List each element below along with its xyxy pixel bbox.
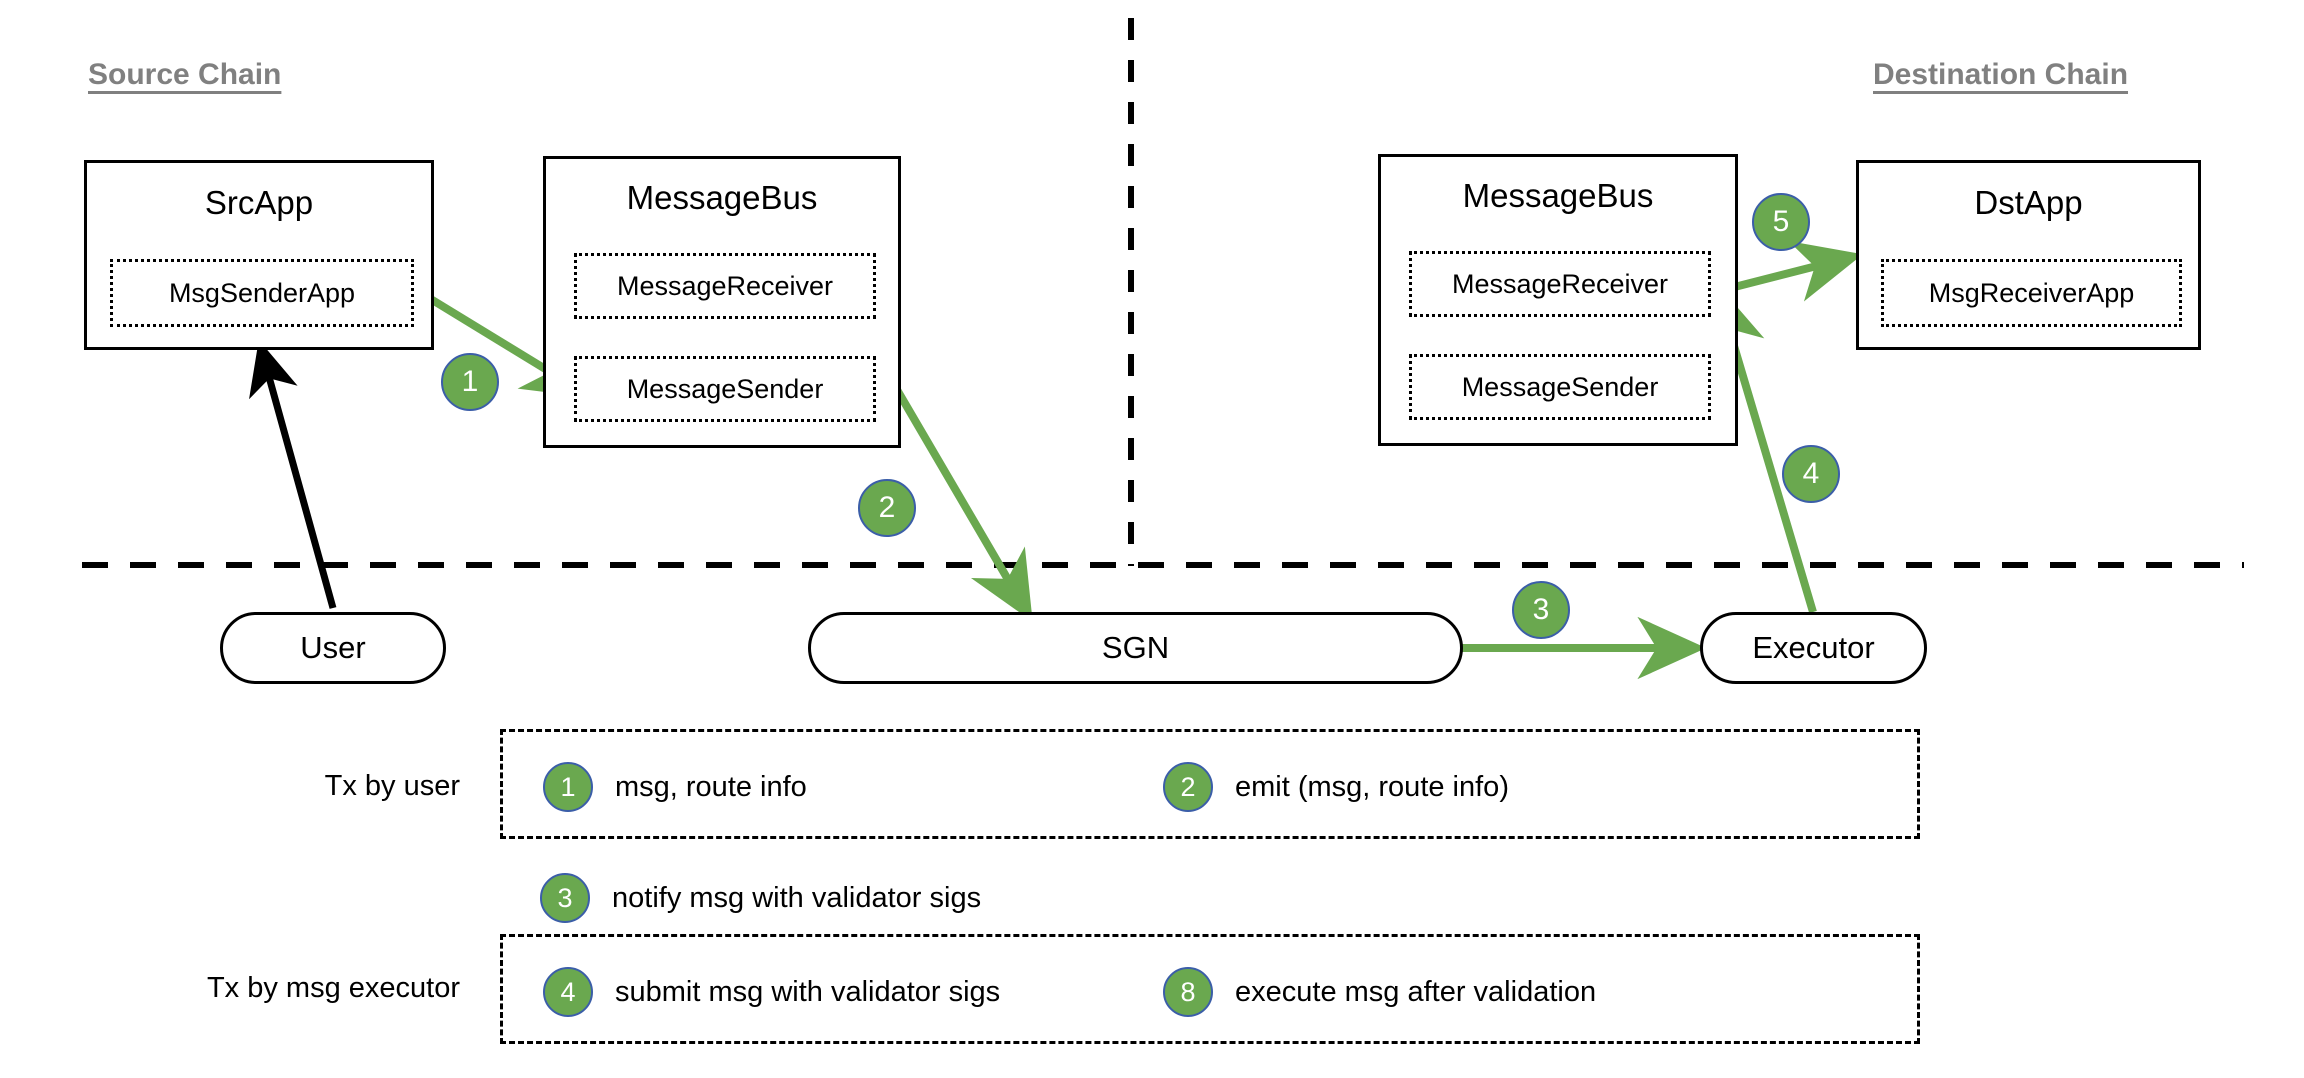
legend-box-user-tx: 1 msg, route info 2 emit (msg, route inf… xyxy=(500,729,1920,839)
legend-text-8: execute msg after validation xyxy=(1235,975,1597,1008)
legend-badge-2: 2 xyxy=(1163,762,1213,812)
source-message-bus-box[interactable]: MessageBus MessageReceiver MessageSender xyxy=(543,156,901,448)
destination-message-bus-title: MessageBus xyxy=(1462,177,1654,214)
legend-box-executor-tx: 4 submit msg with validator sigs 8 execu… xyxy=(500,934,1920,1044)
legend-item-1: 1 msg, route info xyxy=(543,762,807,812)
arrow-user-to-srcapp xyxy=(249,339,337,609)
step-badge-5: 5 xyxy=(1752,193,1810,251)
dst-app-title: DstApp xyxy=(1974,184,2083,221)
legend-text-1: msg, route info xyxy=(615,770,807,803)
arrow-step-2 xyxy=(892,385,1033,622)
legend-item-4: 4 submit msg with validator sigs xyxy=(543,967,1000,1017)
step-badge-4: 4 xyxy=(1782,445,1840,503)
legend-row-label-executor: Tx by msg executor xyxy=(206,972,460,1004)
legend-item-3: 3 notify msg with validator sigs xyxy=(540,873,981,923)
legend-text-3: notify msg with validator sigs xyxy=(612,881,982,914)
step-badge-1: 1 xyxy=(441,353,499,411)
src-app-msg-sender-app[interactable]: MsgSenderApp xyxy=(110,259,414,327)
user-node[interactable]: User xyxy=(220,612,446,684)
executor-node[interactable]: Executor xyxy=(1700,612,1927,684)
legend-item-8: 8 execute msg after validation xyxy=(1163,967,1596,1017)
source-message-sender[interactable]: MessageSender xyxy=(574,356,876,422)
legend-row-label-user: Tx by user xyxy=(324,770,460,802)
sgn-node[interactable]: SGN xyxy=(808,612,1463,684)
dst-app-box[interactable]: DstApp MsgReceiverApp xyxy=(1856,160,2201,350)
source-message-receiver[interactable]: MessageReceiver xyxy=(574,253,876,319)
destination-message-bus-box[interactable]: MessageBus MessageReceiver MessageSender xyxy=(1378,154,1738,446)
destination-message-receiver[interactable]: MessageReceiver xyxy=(1409,251,1711,317)
src-app-box[interactable]: SrcApp MsgSenderApp xyxy=(84,160,434,350)
step-badge-3: 3 xyxy=(1512,581,1570,639)
legend-badge-3: 3 xyxy=(540,873,590,923)
destination-chain-title: Destination Chain xyxy=(1873,58,2129,91)
legend-text-4: submit msg with validator sigs xyxy=(615,975,1001,1008)
legend-text-2: emit (msg, route info) xyxy=(1235,770,1509,803)
legend-badge-8: 8 xyxy=(1163,967,1213,1017)
step-badge-2: 2 xyxy=(858,479,916,537)
legend-badge-1: 1 xyxy=(543,762,593,812)
dst-app-msg-receiver-app[interactable]: MsgReceiverApp xyxy=(1881,259,2182,327)
legend-badge-4: 4 xyxy=(543,967,593,1017)
source-message-bus-title: MessageBus xyxy=(626,179,818,216)
legend-item-2: 2 emit (msg, route info) xyxy=(1163,762,1509,812)
source-chain-title: Source Chain xyxy=(88,58,282,91)
src-app-title: SrcApp xyxy=(204,184,314,221)
destination-message-sender[interactable]: MessageSender xyxy=(1409,354,1711,420)
